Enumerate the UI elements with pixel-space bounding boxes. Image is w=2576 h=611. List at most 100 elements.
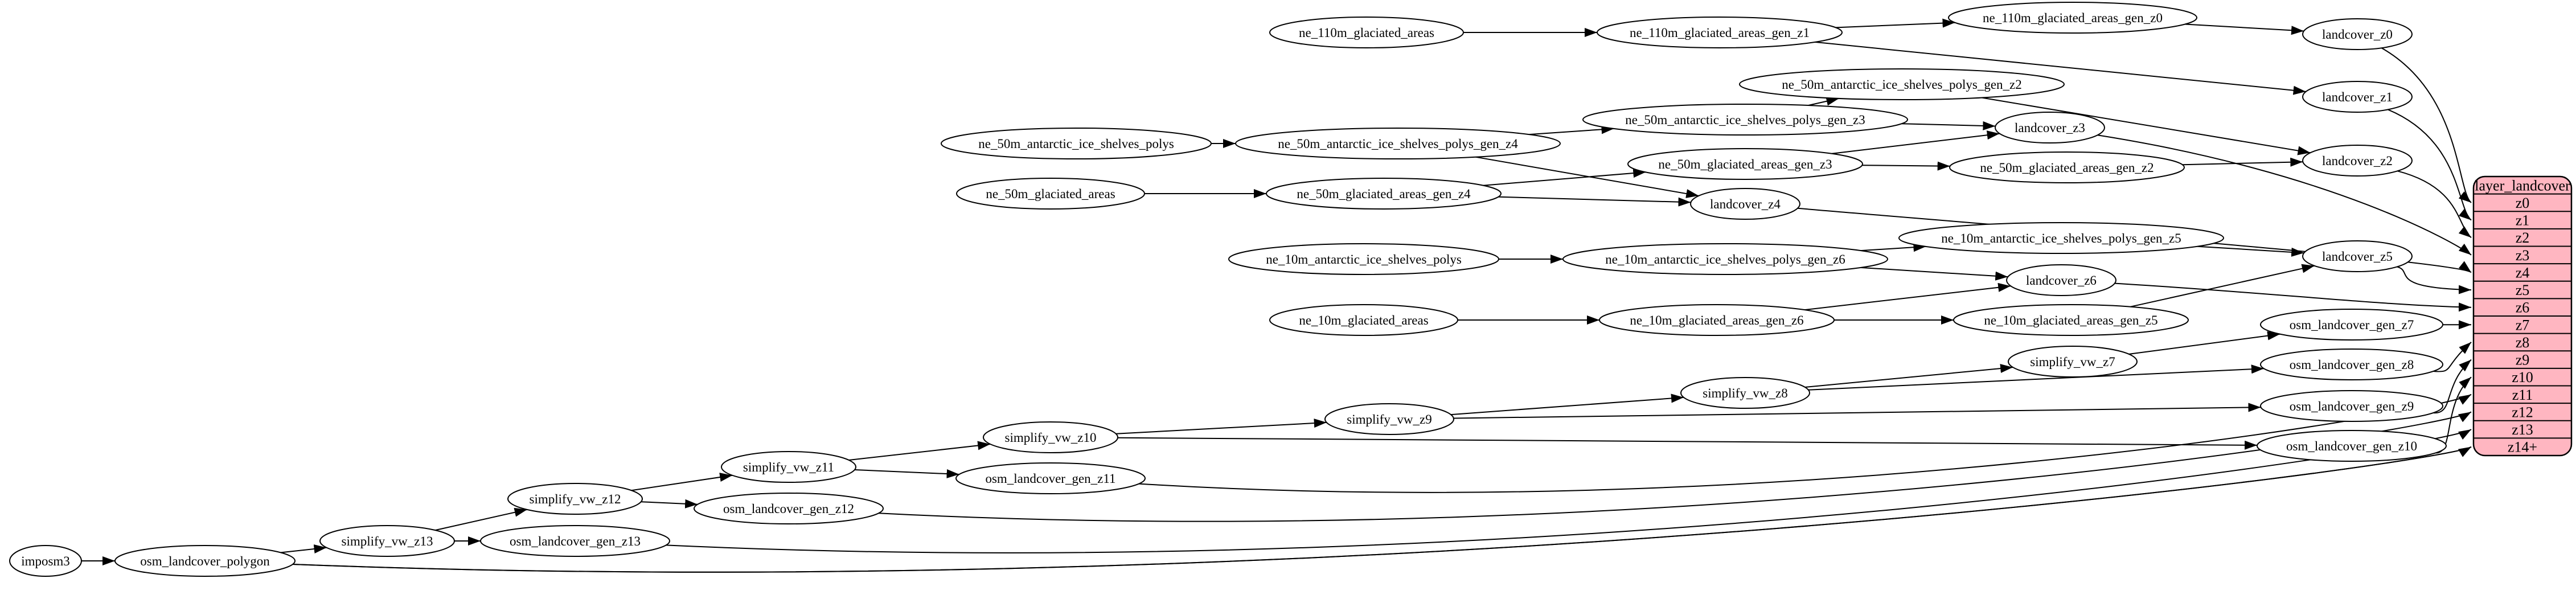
edge-landcover_z0-to-row-z0 — [2381, 47, 2472, 203]
edge-simplify_vw_z10-to-simplify_vw_z9 — [1115, 419, 1327, 434]
edge-simplify_vw_z9-to-simplify_vw_z8 — [1450, 393, 1684, 416]
table-row-z8: z8 — [2516, 334, 2530, 351]
table-row-z6: z6 — [2516, 300, 2530, 316]
edge-ne_10m_antarctic_ice_shelves_polys_gen_z6-to-landcover_z6 — [1860, 266, 2008, 281]
edge-simplify_vw_z11-to-simplify_vw_z10 — [848, 441, 991, 461]
node-ellipse-ne_50m_glaciated_areas — [956, 178, 1145, 210]
edge-ne_50m_antarctic_ice_shelves_polys_gen_z4-to-ne_50m_antarctic_ice_shelves_polys_gen_z3 — [1529, 125, 1614, 136]
node-label-ne_10m_antarctic_ice_shelves_polys_gen_z5: ne_10m_antarctic_ice_shelves_polys_gen_z… — [1941, 231, 2181, 245]
node-label-osm_landcover_gen_z9: osm_landcover_gen_z9 — [2290, 399, 2414, 413]
node-ellipse-imposm3 — [9, 545, 82, 577]
table-row-z5: z5 — [2516, 282, 2530, 298]
node-label-ne_110m_glaciated_areas_gen_z0: ne_110m_glaciated_areas_gen_z0 — [1983, 11, 2163, 25]
node-label-ne_50m_antarctic_ice_shelves_polys_gen_z4: ne_50m_antarctic_ice_shelves_polys_gen_z… — [1278, 137, 1518, 151]
edge-landcover_z2-to-row-z2 — [2397, 170, 2472, 238]
node-ne_50m_antarctic_ice_shelves_polys_gen_z4: ne_50m_antarctic_ice_shelves_polys_gen_z… — [1235, 128, 1561, 159]
node-label-landcover_z4: landcover_z4 — [1710, 197, 1781, 211]
edge-ne_50m_antarctic_ice_shelves_polys_gen_z3-to-landcover_z3 — [1901, 121, 1996, 130]
node-simplify_vw_z8: simplify_vw_z8 — [1680, 377, 1810, 409]
node-ellipse-ne_10m_glaciated_areas_gen_z5 — [1953, 304, 2189, 336]
node-label-ne_110m_glaciated_areas: ne_110m_glaciated_areas — [1299, 26, 1434, 40]
node-ellipse-ne_50m_glaciated_areas_gen_z4 — [1266, 178, 1502, 210]
node-ellipse-simplify_vw_z7 — [2008, 346, 2138, 378]
edge-ne_50m_antarctic_ice_shelves_polys_gen_z2-to-landcover_z2 — [1982, 97, 2311, 155]
edge-ne_50m_glaciated_areas_gen_z4-to-ne_50m_glaciated_areas_gen_z3 — [1483, 169, 1646, 186]
node-label-osm_landcover_gen_z12: osm_landcover_gen_z12 — [723, 502, 854, 516]
edge-osm_landcover_gen_z9-to-row-z9 — [2433, 359, 2472, 414]
node-label-ne_110m_glaciated_areas_gen_z1: ne_110m_glaciated_areas_gen_z1 — [1630, 26, 1810, 40]
node-label-ne_10m_glaciated_areas_gen_z6: ne_10m_glaciated_areas_gen_z6 — [1630, 313, 1803, 327]
node-osm_landcover_gen_z11: osm_landcover_gen_z11 — [955, 462, 1146, 494]
node-label-landcover_z1: landcover_z1 — [2322, 90, 2393, 104]
node-ne_10m_antarctic_ice_shelves_polys_gen_z5: ne_10m_antarctic_ice_shelves_polys_gen_z… — [1898, 222, 2224, 254]
edge-landcover_z6-to-row-z6 — [2114, 282, 2472, 312]
node-imposm3: imposm3 — [9, 545, 82, 577]
node-simplify_vw_z10: simplify_vw_z10 — [983, 421, 1118, 453]
node-label-osm_landcover_gen_z10: osm_landcover_gen_z10 — [2286, 439, 2417, 453]
node-label-ne_50m_glaciated_areas: ne_50m_glaciated_areas — [986, 187, 1115, 201]
node-ne_50m_antarctic_ice_shelves_polys_gen_z3: ne_50m_antarctic_ice_shelves_polys_gen_z… — [1582, 104, 1908, 136]
node-osm_landcover_gen_z13: osm_landcover_gen_z13 — [480, 525, 670, 557]
node-ne_10m_glaciated_areas: ne_10m_glaciated_areas — [1269, 304, 1458, 336]
node-osm_landcover_polygon: osm_landcover_polygon — [114, 545, 296, 577]
node-osm_landcover_gen_z12: osm_landcover_gen_z12 — [694, 493, 884, 524]
node-simplify_vw_z9: simplify_vw_z9 — [1324, 403, 1454, 435]
node-ellipse-simplify_vw_z9 — [1324, 403, 1454, 435]
edge-simplify_vw_z12-to-simplify_vw_z11 — [631, 473, 733, 491]
edge-simplify_vw_z9-to-osm_landcover_gen_z9 — [1453, 403, 2261, 419]
node-osm_landcover_gen_z10: osm_landcover_gen_z10 — [2257, 430, 2447, 462]
node-label-ne_10m_glaciated_areas_gen_z5: ne_10m_glaciated_areas_gen_z5 — [1984, 313, 2157, 327]
table-row-z13: z13 — [2512, 421, 2533, 438]
node-ellipse-landcover_z2 — [2302, 145, 2413, 177]
node-label-osm_landcover_gen_z7: osm_landcover_gen_z7 — [2290, 318, 2414, 332]
node-landcover_z3: landcover_z3 — [1995, 112, 2105, 143]
table-title: layer_landcover — [2475, 177, 2570, 194]
node-ellipse-osm_landcover_gen_z11 — [955, 462, 1146, 494]
table-row-z4: z4 — [2516, 264, 2530, 281]
node-osm_landcover_gen_z9: osm_landcover_gen_z9 — [2260, 390, 2443, 422]
node-label-osm_landcover_polygon: osm_landcover_polygon — [140, 554, 270, 568]
node-simplify_vw_z13: simplify_vw_z13 — [319, 525, 455, 557]
table-row-z11: z11 — [2512, 387, 2533, 403]
node-ne_10m_antarctic_ice_shelves_polys_gen_z6: ne_10m_antarctic_ice_shelves_polys_gen_z… — [1562, 243, 1888, 275]
node-ellipse-simplify_vw_z8 — [1680, 377, 1810, 409]
edge-osm_landcover_polygon-to-simplify_vw_z13 — [280, 544, 327, 553]
edge-osm_landcover_polygon-to-row-z14+ — [293, 446, 2472, 573]
node-label-simplify_vw_z13: simplify_vw_z13 — [342, 534, 433, 548]
edge-landcover_z1-to-row-z1 — [2388, 109, 2472, 221]
node-landcover_z0: landcover_z0 — [2302, 18, 2413, 50]
table-row-z7: z7 — [2516, 317, 2530, 333]
node-ne_50m_antarctic_ice_shelves_polys_gen_z2: ne_50m_antarctic_ice_shelves_polys_gen_z… — [1739, 68, 2065, 100]
node-label-landcover_z5: landcover_z5 — [2322, 249, 2393, 264]
table-row-z14+: z14+ — [2508, 439, 2537, 456]
node-ellipse-landcover_z5 — [2302, 240, 2413, 272]
node-label-simplify_vw_z12: simplify_vw_z12 — [530, 492, 621, 506]
node-ellipse-ne_50m_antarctic_ice_shelves_polys — [941, 128, 1212, 159]
node-ellipse-landcover_z1 — [2302, 81, 2413, 113]
node-label-ne_50m_glaciated_areas_gen_z2: ne_50m_glaciated_areas_gen_z2 — [1980, 161, 2153, 175]
node-ellipse-landcover_z4 — [1690, 188, 1800, 220]
edge-ne_10m_glaciated_areas_gen_z5-to-landcover_z5 — [2130, 264, 2315, 307]
edge-simplify_vw_z11-to-osm_landcover_gen_z11 — [854, 469, 959, 479]
node-osm_landcover_gen_z7: osm_landcover_gen_z7 — [2260, 309, 2443, 341]
edge-simplify_vw_z8-to-osm_landcover_gen_z8 — [1808, 364, 2264, 391]
edge-ne_50m_glaciated_areas_gen_z3-to-ne_50m_glaciated_areas_gen_z2 — [1862, 161, 1950, 171]
node-landcover_z1: landcover_z1 — [2302, 81, 2413, 113]
node-label-landcover_z6: landcover_z6 — [2026, 273, 2097, 288]
edge-simplify_vw_z13-to-simplify_vw_z12 — [435, 507, 527, 531]
edge-simplify_vw_z12-to-osm_landcover_gen_z12 — [641, 499, 698, 509]
table-row-z1: z1 — [2516, 212, 2530, 229]
table-row-z2: z2 — [2516, 229, 2530, 246]
node-ellipse-ne_50m_glaciated_areas_gen_z3 — [1627, 148, 1863, 180]
node-ellipse-ne_10m_antarctic_ice_shelves_polys — [1228, 243, 1499, 275]
edge-landcover_z3-to-row-z3 — [2097, 134, 2472, 256]
nodes-layer: ne_110m_glaciated_areas ne_110m_glaciated… — [9, 2, 2447, 577]
node-label-osm_landcover_gen_z8: osm_landcover_gen_z8 — [2290, 358, 2414, 372]
node-osm_landcover_gen_z8: osm_landcover_gen_z8 — [2260, 348, 2443, 380]
table-row-z9: z9 — [2516, 352, 2530, 368]
node-ne_50m_glaciated_areas_gen_z3: ne_50m_glaciated_areas_gen_z3 — [1627, 148, 1863, 180]
node-ellipse-landcover_z6 — [2006, 264, 2116, 296]
node-ellipse-ne_110m_glaciated_areas_gen_z1 — [1597, 17, 1843, 48]
